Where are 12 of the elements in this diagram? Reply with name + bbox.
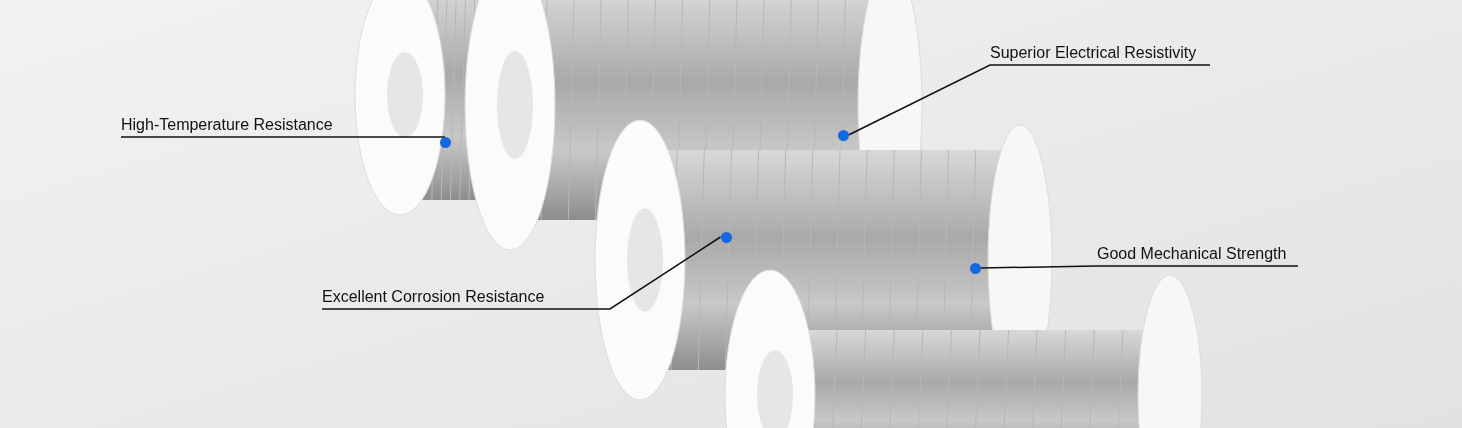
leader-line [321,236,722,310]
feature-label: High-Temperature Resistance [121,115,333,135]
feature-label: Superior Electrical Resistivity [990,43,1197,63]
leader-line [120,136,446,138]
marker-dot [439,136,451,148]
leader-line [847,64,1211,136]
marker-dot [720,231,732,243]
leader-line [979,265,1299,269]
feature-label: Good Mechanical Strength [1097,244,1287,264]
marker-dot [969,262,981,274]
marker-dot [837,129,849,141]
feature-label: Excellent Corrosion Resistance [322,287,545,307]
